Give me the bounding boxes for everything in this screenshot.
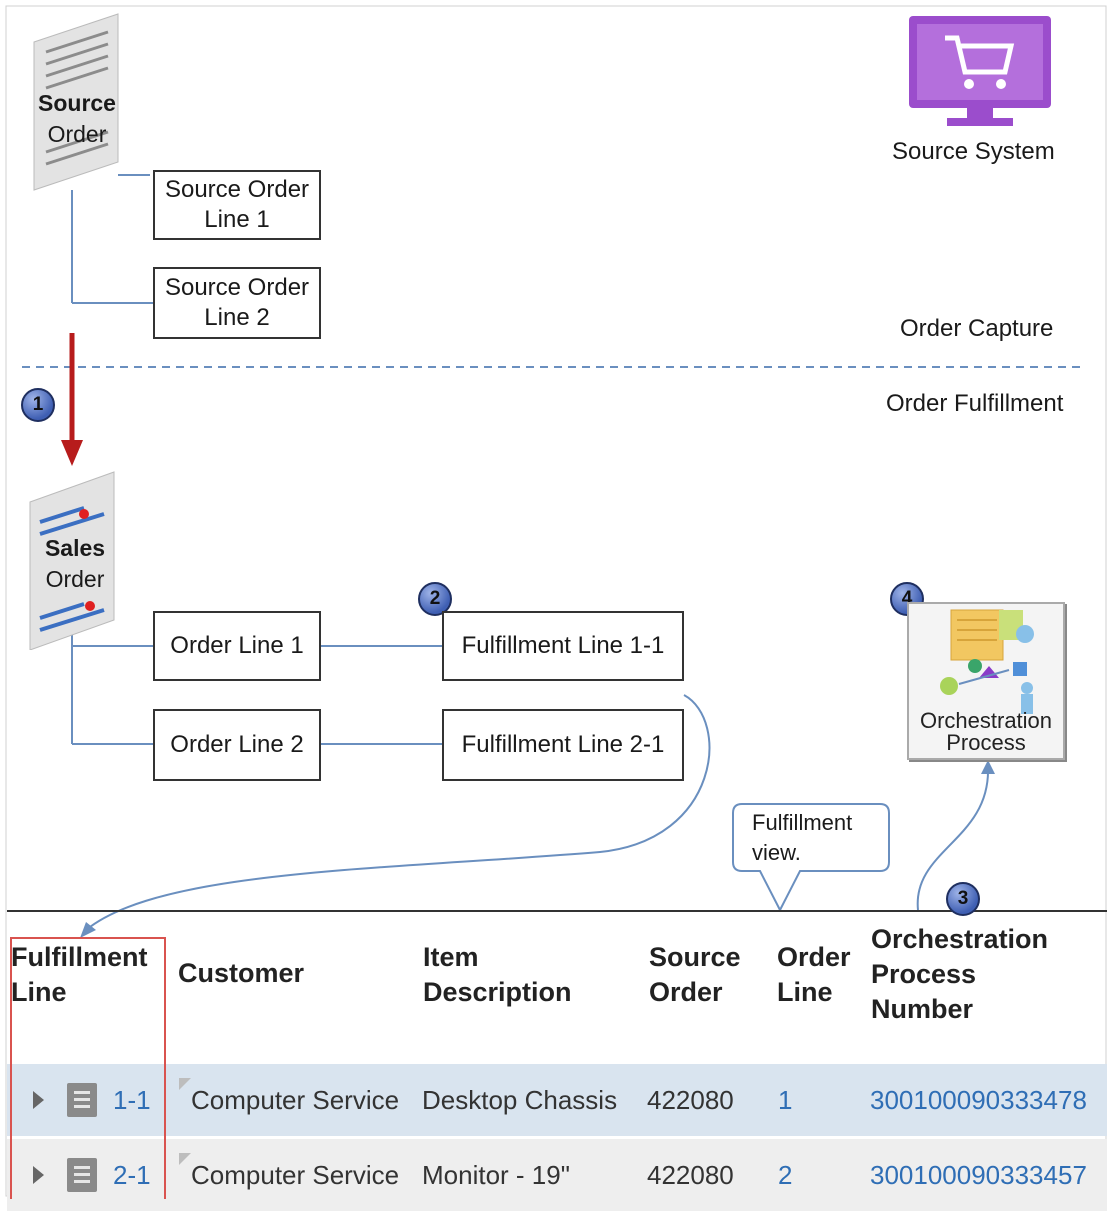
process-number-link[interactable]: 300100090333457 (870, 1159, 1087, 1190)
item-description-cell: Desktop Chassis (422, 1084, 618, 1115)
order-line-2: Order Line 2 (153, 709, 321, 781)
item-description-cell: Monitor - 19" (422, 1159, 570, 1190)
order-line-link[interactable]: 1 (778, 1084, 793, 1115)
table-row[interactable]: 1-1 Computer Service Desktop Chassis 422… (7, 1064, 1107, 1136)
source-order-document-icon (30, 12, 120, 192)
row-document-icon (67, 1139, 97, 1211)
fulfillment-lines-table: Fulfillment Line Customer Item Descripti… (7, 910, 1107, 1211)
sales-order-subtitle: Order (45, 566, 105, 592)
table-row[interactable]: 2-1 Computer Service Monitor - 19" 42208… (7, 1139, 1107, 1211)
header-source-order: Source Order (649, 942, 741, 1007)
fulfillment-line-column-highlight (10, 937, 166, 1199)
sales-order-document-icon (28, 470, 118, 651)
source-order-cell: 422080 (647, 1159, 734, 1190)
fulfillment-line-1-1: Fulfillment Line 1-1 (442, 611, 684, 681)
order-fulfillment-label: Order Fulfillment (886, 390, 1064, 417)
step-3-badge: 3 (946, 882, 980, 916)
fulfillment-view-callout: Fulfillment view. (752, 810, 853, 865)
sales-order-label: Sales Order (25, 533, 125, 595)
source-order-cell: 422080 (647, 1084, 734, 1115)
customer-cell: Computer Service (191, 1084, 400, 1115)
step-1-badge: 1 (21, 388, 55, 422)
order-capture-label: Order Capture (900, 315, 1054, 342)
fulfillment-line-link[interactable]: 1-1 (113, 1084, 151, 1115)
row-document-icon (67, 1064, 97, 1136)
orchestration-process-label: Orchestration Process (919, 708, 1053, 755)
source-order-label: Source Order (27, 88, 127, 150)
source-system-label: Source System (892, 138, 1055, 165)
header-customer: Customer (178, 958, 305, 988)
source-order-line-2: Source Order Line 2 (153, 267, 321, 339)
source-order-line-1: Source Order Line 1 (153, 170, 321, 240)
header-orchestration-process-number: Orchestration Process Number (871, 924, 1049, 1024)
process-number-link[interactable]: 300100090333478 (870, 1084, 1087, 1115)
fulfillment-line-link[interactable]: 2-1 (113, 1159, 151, 1190)
expand-row-icon[interactable] (33, 1139, 44, 1211)
order-line-1: Order Line 1 (153, 611, 321, 681)
customer-cell: Computer Service (191, 1159, 400, 1190)
header-order-line: Order Line (777, 942, 851, 1007)
expand-row-icon[interactable] (33, 1064, 44, 1136)
source-order-title: Source (38, 90, 116, 116)
header-fulfillment-line: Fulfillment Line (11, 942, 148, 1007)
fulfillment-line-2-1: Fulfillment Line 2-1 (442, 709, 684, 781)
orchestration-process-box: Orchestration Process (907, 602, 1065, 760)
shopping-cart-monitor-icon (907, 14, 1053, 129)
step-2-badge: 2 (418, 582, 452, 616)
order-line-link[interactable]: 2 (778, 1159, 793, 1190)
header-item-description: Item Description (423, 942, 572, 1007)
source-order-subtitle: Order (47, 121, 107, 147)
sales-order-title: Sales (44, 535, 106, 561)
orchestration-icon (940, 609, 1034, 714)
